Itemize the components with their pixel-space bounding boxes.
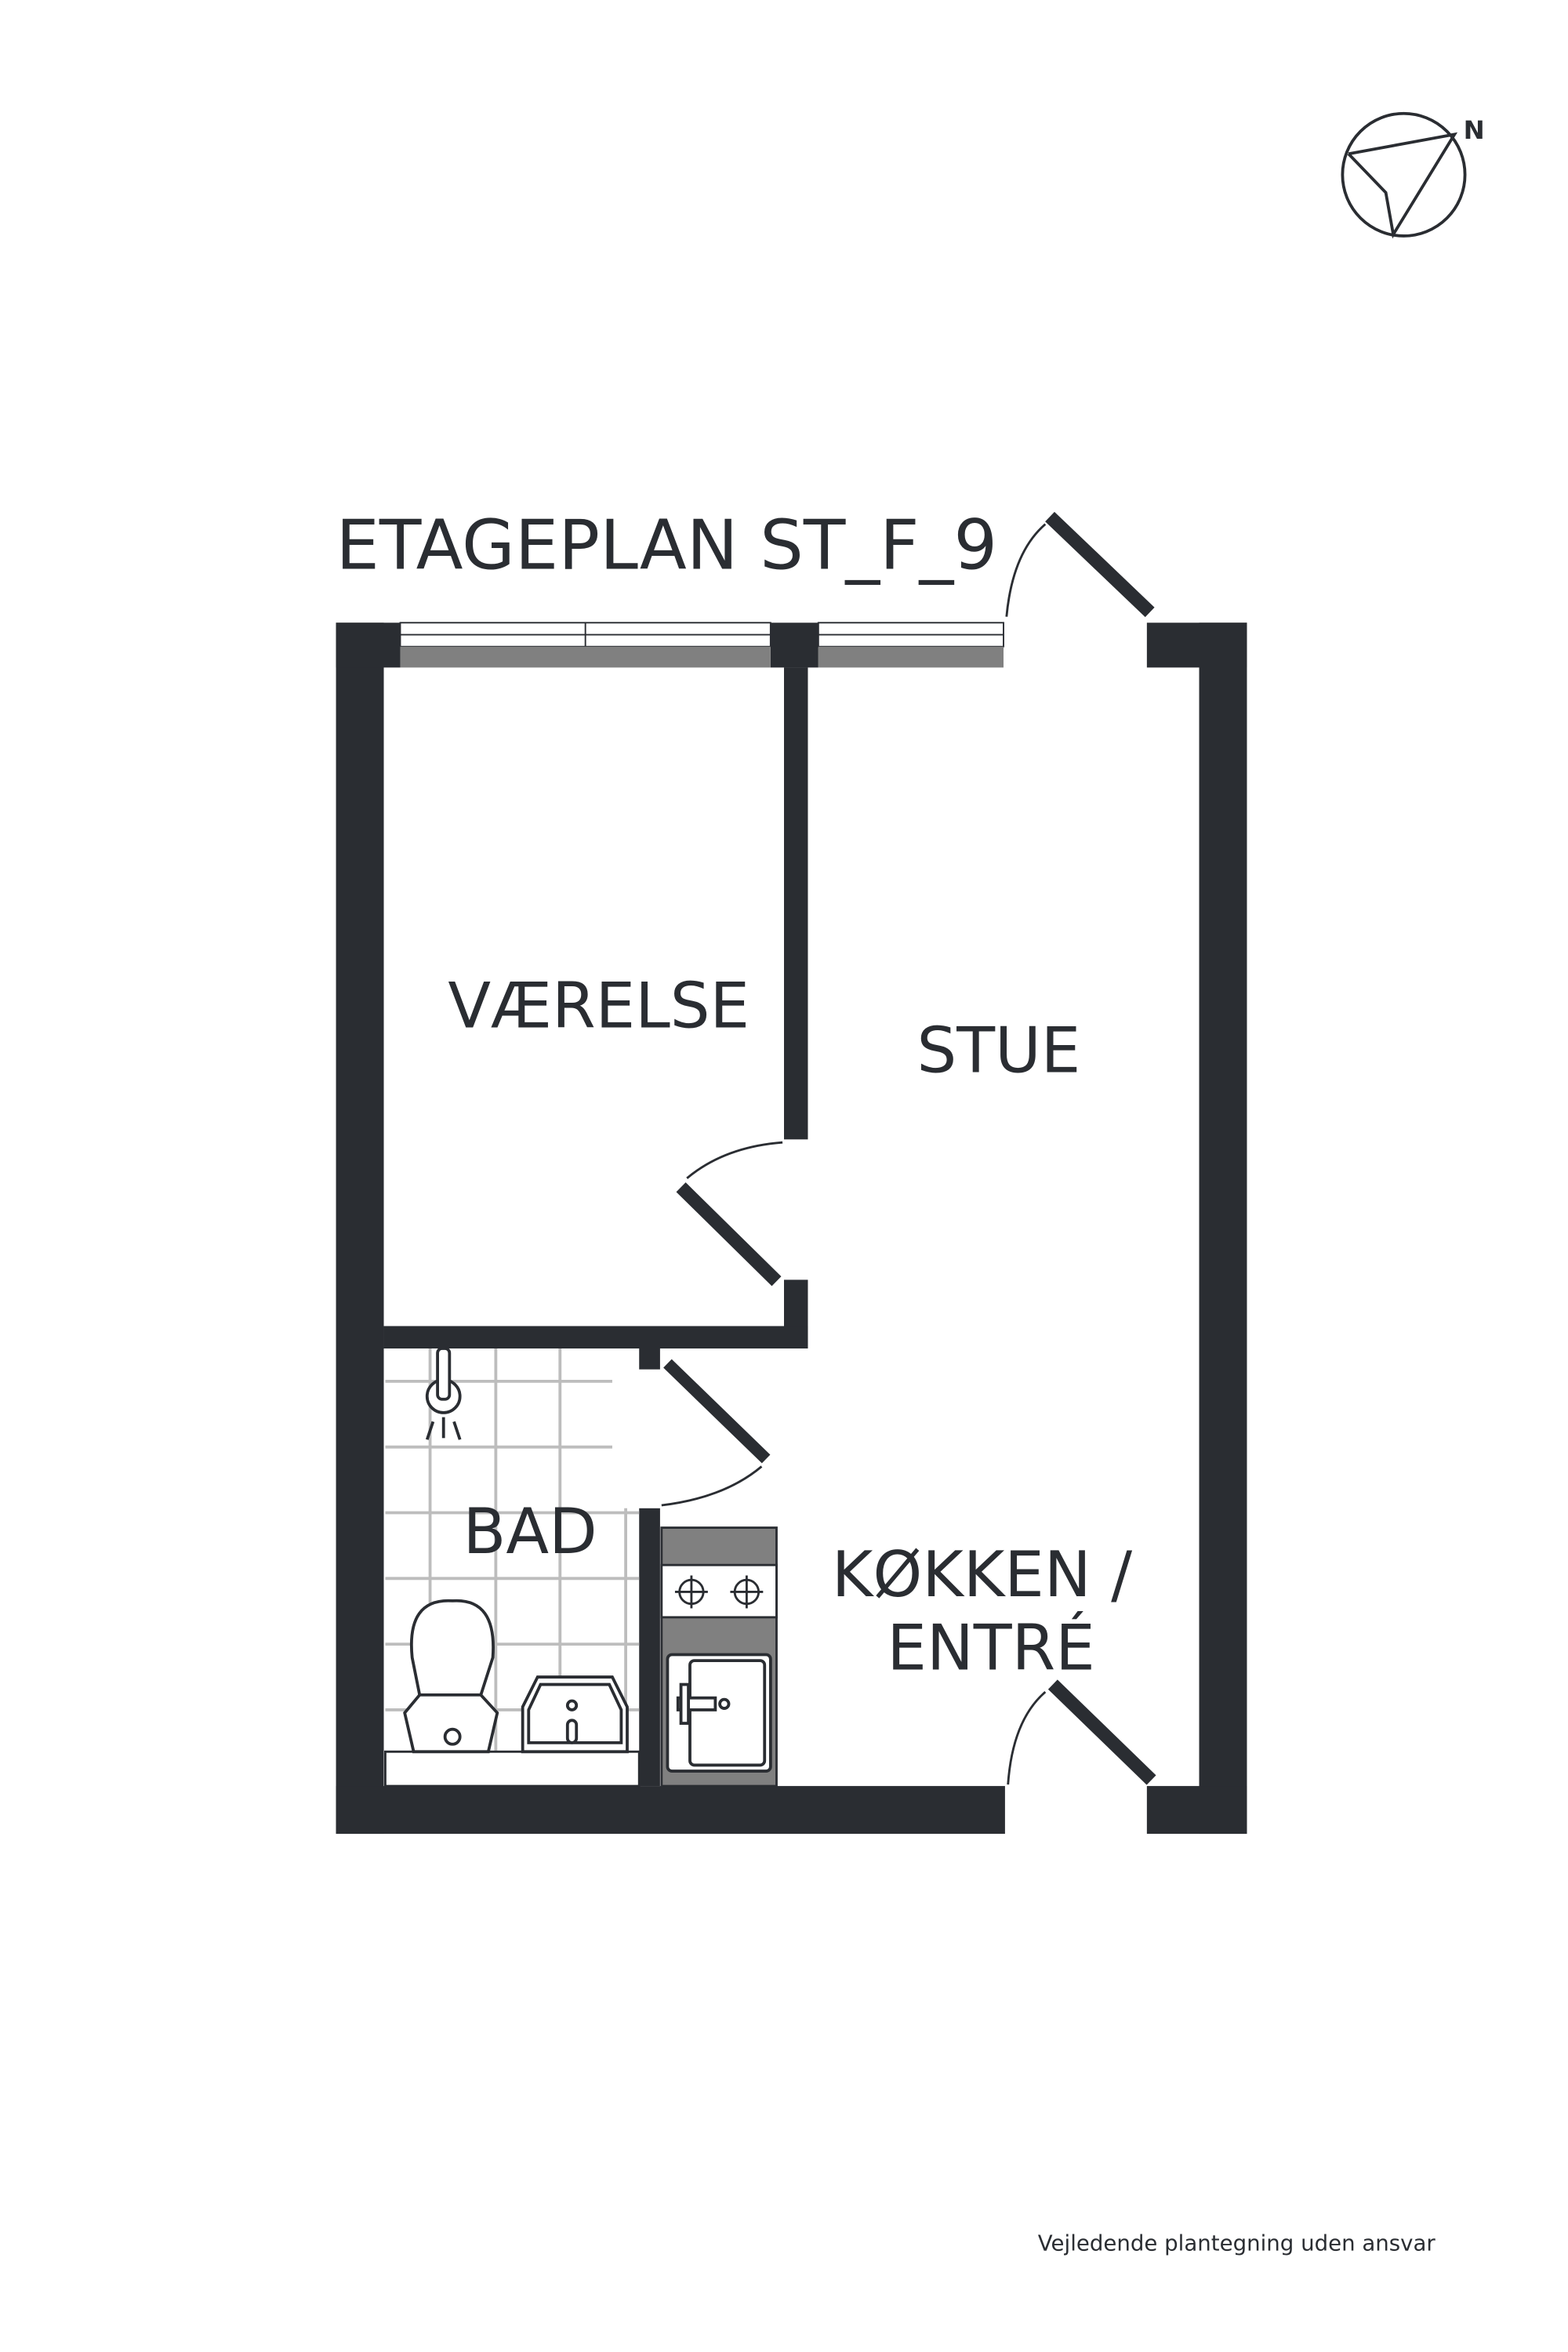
bath-ledge [383,1750,641,1788]
plan-title: ETAGEPLAN ST_F_9 [336,506,998,586]
toilet-icon [403,1599,499,1754]
room-label-kokken: KØKKEN / [832,1538,1132,1611]
windows [399,622,1004,668]
compass-icon [1341,111,1467,239]
kitchen-sink-icon [666,1653,772,1773]
north-label: N [1464,115,1485,145]
room-label-vaerelse: VÆRELSE [448,969,750,1042]
doors [661,511,1156,1785]
room-label-stue: STUE [917,1014,1081,1087]
room-label-bad: BAD [463,1495,597,1568]
walls [336,622,1247,1835]
room-label-entre: ENTRÉ [887,1611,1094,1685]
stove-icon [674,1575,764,1609]
shower-icon [425,1347,462,1440]
sink-icon [521,1675,629,1754]
disclaimer: Vejledende plantegning uden ansvar [1038,2230,1436,2256]
